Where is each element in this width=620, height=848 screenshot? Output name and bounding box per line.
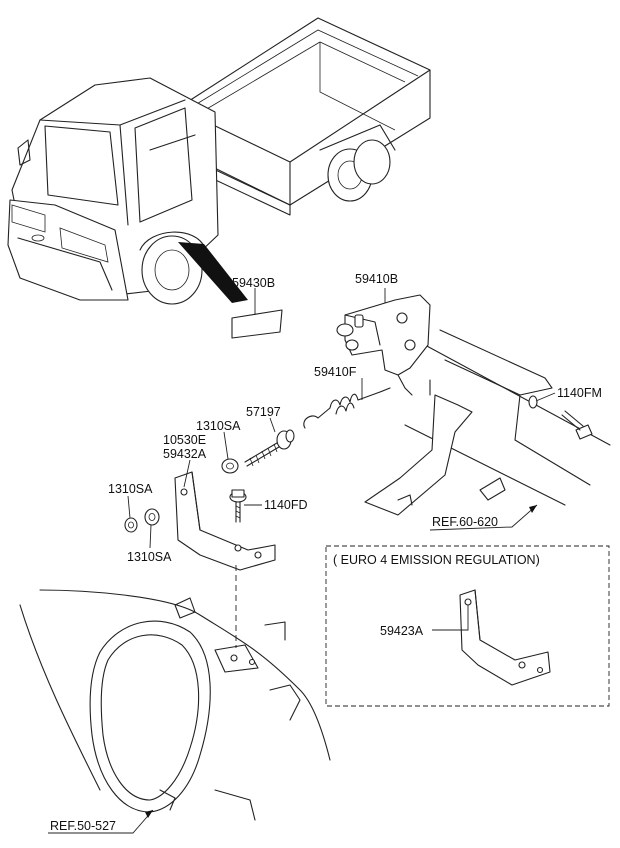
- label-59430B: 59430B: [232, 276, 275, 290]
- label-59410B: 59410B: [355, 272, 398, 286]
- fuel-tank-area: [19, 589, 331, 821]
- ref-label-tank: REF.50-527: [50, 819, 116, 833]
- label-59423A: 59423A: [380, 624, 424, 638]
- label-59432A: 59432A: [163, 447, 207, 461]
- valve-59410B: [336, 294, 431, 396]
- label-57197: 57197: [246, 405, 281, 419]
- label-59410F: 59410F: [314, 365, 357, 379]
- label-1140FD: 1140FD: [264, 498, 308, 512]
- bolt-1140FM: [528, 395, 593, 440]
- spring-59410F: [303, 387, 391, 429]
- nuts-1310SA-left: [124, 508, 160, 533]
- decal-label-plate: [231, 309, 283, 339]
- euro4-box-title: ( EURO 4 EMISSION REGULATION): [333, 553, 540, 567]
- bracket-59432A: [174, 471, 276, 571]
- truck-illustration: [7, 17, 431, 305]
- label-1310SA-top: 1310SA: [196, 419, 241, 433]
- nut-1310SA-top: [221, 458, 239, 474]
- euro4-box: [325, 545, 610, 707]
- ref-arrow-frame: [429, 504, 538, 531]
- leader-lines: [127, 288, 556, 631]
- frame-rail: [364, 329, 611, 516]
- rod-57197: [244, 429, 295, 467]
- ref-arrow-tank: [48, 809, 154, 834]
- bracket-59423A: [459, 589, 551, 686]
- label-1310SA-bottom: 1310SA: [127, 550, 172, 564]
- label-10530E: 10530E: [163, 433, 206, 447]
- ref-label-frame: REF.60-620: [432, 515, 498, 529]
- label-1310SA-left: 1310SA: [108, 482, 153, 496]
- label-1140FM: 1140FM: [557, 386, 602, 400]
- bolt-1140FD: [229, 489, 247, 523]
